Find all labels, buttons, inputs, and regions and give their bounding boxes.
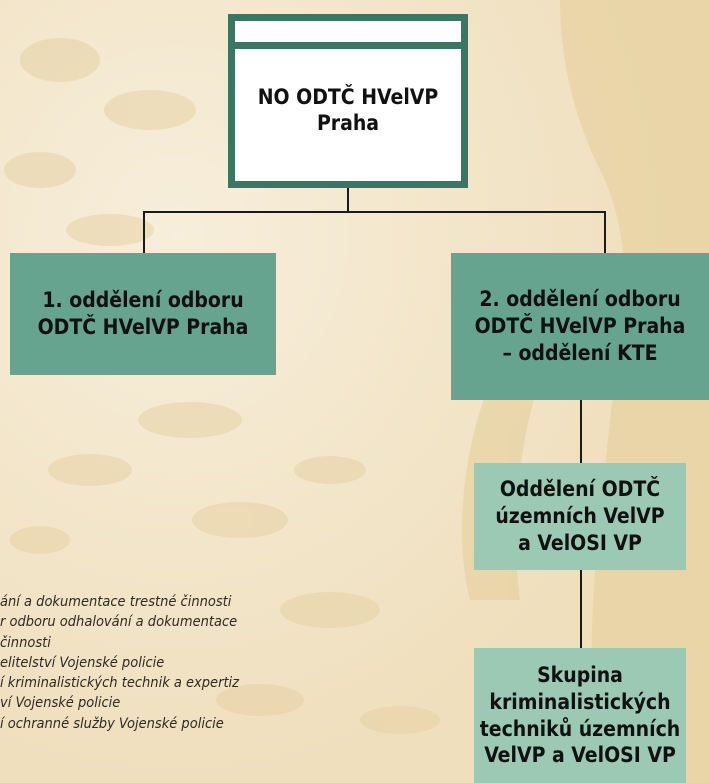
connector-top-vertical [347, 188, 349, 213]
connector-horizontal [143, 211, 606, 213]
header-bar [235, 42, 461, 49]
node-label: 1. oddělení odboru ODTČ HVelVP Praha [37, 288, 249, 339]
legend-line: činnosti [0, 634, 51, 651]
node-second-department-kte: 2. oddělení odboru ODTČ HVelVP Praha – o… [451, 253, 709, 400]
node-no-odtc-hvelvp-praha: NO ODTČ HVelVP Praha [228, 14, 468, 188]
legend-line: í ochranné služby Vojenské policie [0, 715, 224, 732]
legend-line: r odboru odhalování a dokumentace [0, 614, 238, 631]
node-label: Skupina kriminalistických techniků územn… [479, 662, 681, 768]
node-label: NO ODTČ HVelVP Praha [257, 84, 439, 135]
node-territorial-department: Oddělení ODTČ územních VelVP a VelOSI VP [474, 463, 686, 570]
legend-line: í kriminalistických technik a expertiz [0, 675, 240, 692]
legend: ání a dokumentace trestné činnosti r odb… [0, 592, 239, 734]
connector-right-to-mid [580, 400, 582, 463]
connector-right-vertical [604, 211, 606, 253]
connector-mid-to-bottom [580, 570, 582, 648]
legend-line: ání a dokumentace trestné činnosti [0, 594, 232, 610]
node-label: Oddělení ODTČ územních VelVP a VelOSI VP [495, 477, 665, 555]
node-label: 2. oddělení odboru ODTČ HVelVP Praha – o… [474, 287, 686, 365]
node-forensic-technicians-group: Skupina kriminalistických techniků územn… [474, 648, 686, 783]
connector-left-vertical [143, 211, 145, 253]
node-first-department: 1. oddělení odboru ODTČ HVelVP Praha [10, 253, 276, 375]
legend-line: ví Vojenské policie [0, 695, 121, 712]
legend-line: elitelství Vojenské policie [0, 654, 165, 671]
